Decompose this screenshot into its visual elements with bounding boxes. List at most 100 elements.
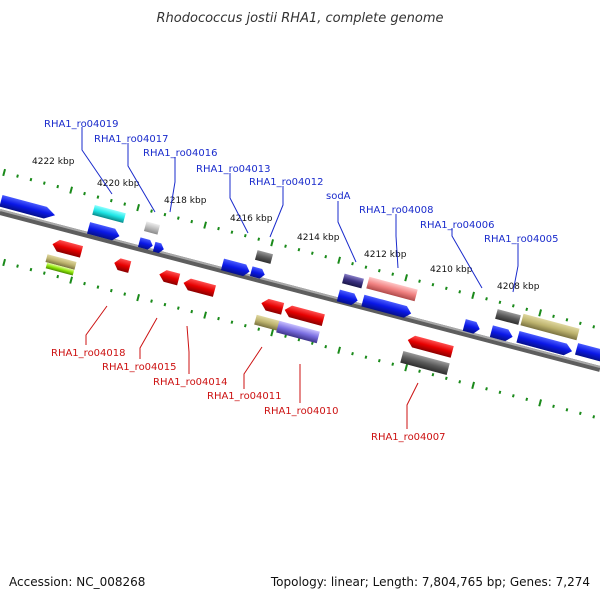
upper-scale-tick: [123, 202, 127, 206]
reverse-strand-genes: [45, 238, 454, 376]
accession-text: Accession: NC_008268: [9, 575, 145, 589]
gene-arrow-sodA[interactable]: [342, 273, 364, 289]
gene-arrow-fwd-b[interactable]: [86, 222, 121, 242]
gene-arrow-ro04005[interactable]: [520, 313, 580, 341]
gene-arrow-ro04015[interactable]: [113, 257, 132, 273]
upper-scale-tick: [56, 184, 60, 189]
gene-arrow-rev-khaki-b[interactable]: [254, 314, 282, 332]
lower-scale-tick: [136, 293, 141, 302]
lower-scale-tick: [552, 404, 555, 409]
gene-arrow-ro04012[interactable]: [254, 250, 274, 264]
gene-arrow-rev-khaki[interactable]: [45, 254, 77, 270]
lower-scale-tick: [2, 258, 7, 267]
upper-scale-tick: [485, 297, 488, 301]
upper-scale-tick: [150, 209, 153, 213]
gene-label-ro04018[interactable]: RHA1_ro04018: [51, 348, 126, 359]
gene-arrow-fwd-j[interactable]: [574, 343, 600, 363]
upper-scale-tick: [552, 314, 555, 319]
gene-label-ro04019[interactable]: RHA1_ro04019: [44, 119, 119, 130]
gene-label-ro04010[interactable]: RHA1_ro04010: [264, 406, 339, 417]
upper-scale-tick: [2, 168, 7, 177]
gene-arrow-fwd-a[interactable]: [0, 194, 57, 221]
gene-arrow-ro04008[interactable]: [366, 276, 418, 302]
upper-scale-tick: [96, 195, 100, 199]
gene-arrow-rev-green[interactable]: [45, 262, 75, 276]
lower-scale-tick: [324, 345, 328, 349]
lower-scale-tick: [444, 376, 448, 381]
lower-scale-tick: [190, 309, 194, 314]
upper-scale-tick: [351, 262, 354, 266]
tick-label-4212: 4212 kbp: [364, 250, 407, 260]
gene-arrow-fwd-c[interactable]: [137, 237, 154, 250]
upper-scale-tick: [190, 219, 194, 224]
gene-label-ro04005[interactable]: RHA1_ro04005: [484, 234, 559, 245]
lower-scale-tick: [96, 285, 100, 289]
gene-arrow-fwd-i[interactable]: [516, 330, 573, 357]
upper-scale-tick: [578, 321, 582, 326]
gene-arrow-ro04014[interactable]: [158, 269, 181, 286]
gene-label-ro04007[interactable]: RHA1_ro04007: [371, 432, 446, 443]
gene-arrow-fwd-e[interactable]: [336, 289, 359, 307]
lower-scale-tick: [297, 338, 301, 342]
forward-gene-labels: RHA1_ro04019 RHA1_ro04017 RHA1_ro04016 R…: [44, 119, 559, 245]
upper-scale-tick: [498, 300, 502, 305]
lower-scale-tick: [310, 341, 314, 345]
upper-scale-tick: [364, 265, 368, 269]
lower-scale-tick: [525, 397, 529, 402]
gene-arrow-ro04016[interactable]: [152, 241, 165, 254]
genome-summary-text: Topology: linear; Length: 7,804,765 bp; …: [270, 575, 590, 589]
upper-scale-tick: [418, 279, 421, 283]
gene-label-ro04017[interactable]: RHA1_ro04017: [94, 134, 169, 145]
lower-scale-tick: [592, 415, 596, 419]
lower-scale-tick: [391, 362, 395, 366]
gene-label-ro04011[interactable]: RHA1_ro04011: [207, 391, 282, 402]
gene-arrow-ro04017[interactable]: [143, 221, 161, 235]
gene-arrow-rev-gray[interactable]: [400, 350, 450, 376]
lower-scale-tick: [217, 316, 220, 321]
gene-arrow-ro04013[interactable]: [249, 266, 266, 279]
gene-label-sodA[interactable]: sodA: [326, 191, 351, 202]
tick-label-4216: 4216 kbp: [230, 214, 273, 224]
gene-arrow-ro04006[interactable]: [495, 309, 521, 325]
gene-arrow-rev-a[interactable]: [182, 277, 217, 297]
forward-callout-lines: [81, 127, 519, 293]
gene-arrow-fwd-g[interactable]: [462, 319, 482, 335]
gene-arrow-ro04019[interactable]: [92, 205, 126, 223]
map-title: Rhodococcus jostii RHA1, complete genome: [157, 11, 444, 26]
gene-label-ro04013[interactable]: RHA1_ro04013: [196, 164, 271, 175]
reverse-gene-labels: RHA1_ro04018 RHA1_ro04015 RHA1_ro04014 R…: [51, 348, 446, 443]
upper-scale-tick: [176, 216, 180, 220]
gene-label-ro04015[interactable]: RHA1_ro04015: [102, 362, 177, 373]
lower-scale-tick: [337, 346, 342, 354]
lower-scale-tick: [418, 369, 421, 373]
gene-arrow-ro04010[interactable]: [276, 320, 320, 344]
gene-arrow-rev-b[interactable]: [283, 304, 325, 326]
lower-scale-tick: [364, 355, 368, 359]
gene-label-ro04008[interactable]: RHA1_ro04008: [359, 205, 434, 216]
lower-scale-tick: [485, 387, 488, 391]
gene-arrow-ro04007[interactable]: [406, 334, 454, 358]
upper-scale-tick: [203, 221, 208, 229]
tick-label-4208: 4208 kbp: [497, 282, 540, 292]
gene-arrow-ro04011[interactable]: [260, 297, 285, 315]
gene-label-ro04006[interactable]: RHA1_ro04006: [420, 220, 495, 231]
upper-scale-tick: [136, 203, 141, 212]
upper-scale-tick: [163, 212, 167, 217]
upper-scale-tick: [538, 309, 543, 317]
gene-arrow-ro04018[interactable]: [51, 238, 84, 258]
upper-scale-tick: [270, 239, 275, 247]
lower-scale-tick: [29, 267, 33, 272]
lower-scale-tick: [203, 311, 208, 319]
lower-scale-tick: [109, 288, 113, 293]
lower-scale-track: [2, 258, 596, 419]
gene-arrow-fwd-f[interactable]: [361, 294, 412, 320]
upper-scale-tick: [69, 186, 74, 194]
gene-label-ro04014[interactable]: RHA1_ro04014: [153, 377, 228, 388]
gene-arrow-fwd-h[interactable]: [489, 325, 514, 342]
gene-label-ro04016[interactable]: RHA1_ro04016: [143, 148, 218, 159]
gene-label-ro04012[interactable]: RHA1_ro04012: [249, 177, 324, 188]
lower-scale-tick: [163, 302, 167, 307]
gene-arrow-fwd-d[interactable]: [220, 258, 251, 278]
upper-scale-tick: [29, 177, 33, 182]
lower-scale-tick: [16, 264, 19, 268]
